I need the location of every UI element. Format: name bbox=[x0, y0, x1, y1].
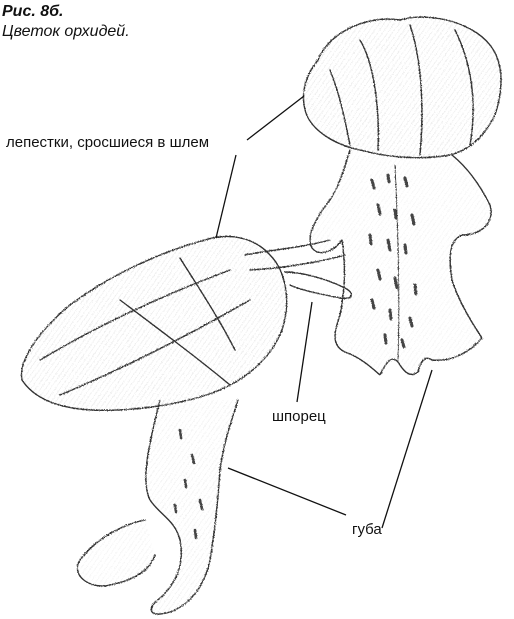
leader-lip-upper bbox=[382, 370, 432, 528]
leader-helmet-lower bbox=[216, 155, 236, 238]
leader-lip-lower bbox=[228, 468, 346, 515]
label-spur: шпорец bbox=[272, 408, 326, 426]
lower-helmet bbox=[22, 236, 287, 410]
leader-helmet-upper bbox=[247, 96, 304, 140]
spur-shape bbox=[285, 272, 351, 298]
leader-spur bbox=[297, 302, 312, 402]
upper-lip bbox=[310, 150, 491, 375]
label-lip: губа bbox=[352, 521, 382, 539]
label-petals-helmet: лепестки, сросшиеся в шлем bbox=[6, 134, 209, 152]
lower-lip bbox=[146, 400, 238, 614]
